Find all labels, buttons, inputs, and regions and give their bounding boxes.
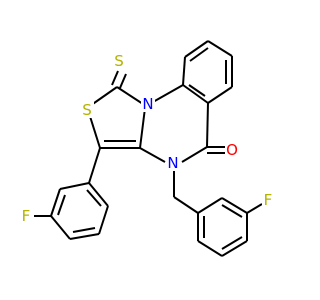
bond-lph-3	[50, 215, 71, 240]
bond-lph-2-inner	[57, 194, 66, 216]
bond-c6-c5a	[207, 86, 233, 104]
bond-rph-3-inner	[221, 236, 243, 250]
atom-labels: S S N N O F F	[20, 52, 275, 225]
bond-c3-ph	[88, 147, 101, 184]
atom-s-thione: S	[114, 52, 124, 70]
bond-lph-2	[50, 188, 61, 217]
bond-rph-6	[197, 197, 223, 214]
atom-f-right: F	[264, 191, 273, 209]
bond-n-c9a	[152, 84, 184, 103]
bond-rph-2	[197, 240, 223, 257]
bond-rph-5	[221, 197, 248, 214]
bond-n4-c5	[181, 146, 208, 163]
bond-c9-c8	[184, 40, 209, 58]
atom-f-left: F	[22, 207, 31, 225]
bond-rph-3	[221, 240, 248, 257]
bond-c8-c7	[207, 40, 233, 57]
atom-n-amide: N	[167, 154, 178, 172]
bond-ch2-ph	[173, 196, 199, 214]
bond-lph-6	[88, 182, 109, 207]
bond-c5-c5a	[206, 102, 209, 148]
atom-n-ring: N	[142, 95, 153, 113]
bond-c5a-c9a-inner	[188, 84, 206, 97]
bond-lph-1	[59, 182, 90, 190]
bond-rph-f	[246, 203, 263, 214]
atom-o-carbonyl: O	[226, 141, 238, 159]
bond-c3a-n	[139, 107, 146, 149]
bond-rph-5-inner	[221, 204, 243, 218]
bond-thione-double	[111, 70, 119, 86]
bond-c9-c8-inner	[189, 47, 209, 62]
bond-c1-n	[116, 86, 144, 105]
structure-diagram: S S N N O F F	[20, 40, 275, 257]
molecule-canvas: S S N N O F F	[20, 40, 275, 257]
bond-c9a-c5a	[182, 84, 209, 104]
bond-c3a-n4	[139, 147, 166, 163]
bonds	[34, 40, 263, 257]
bond-lph-4-inner	[72, 227, 96, 233]
bond-thione-double-2	[119, 73, 127, 89]
bond-c9a-c9	[182, 56, 186, 86]
bond-lph-5	[98, 205, 109, 235]
bond-lph-4	[69, 233, 100, 240]
bond-lph-6-inner	[86, 189, 102, 207]
atom-s-ring: S	[82, 101, 92, 119]
